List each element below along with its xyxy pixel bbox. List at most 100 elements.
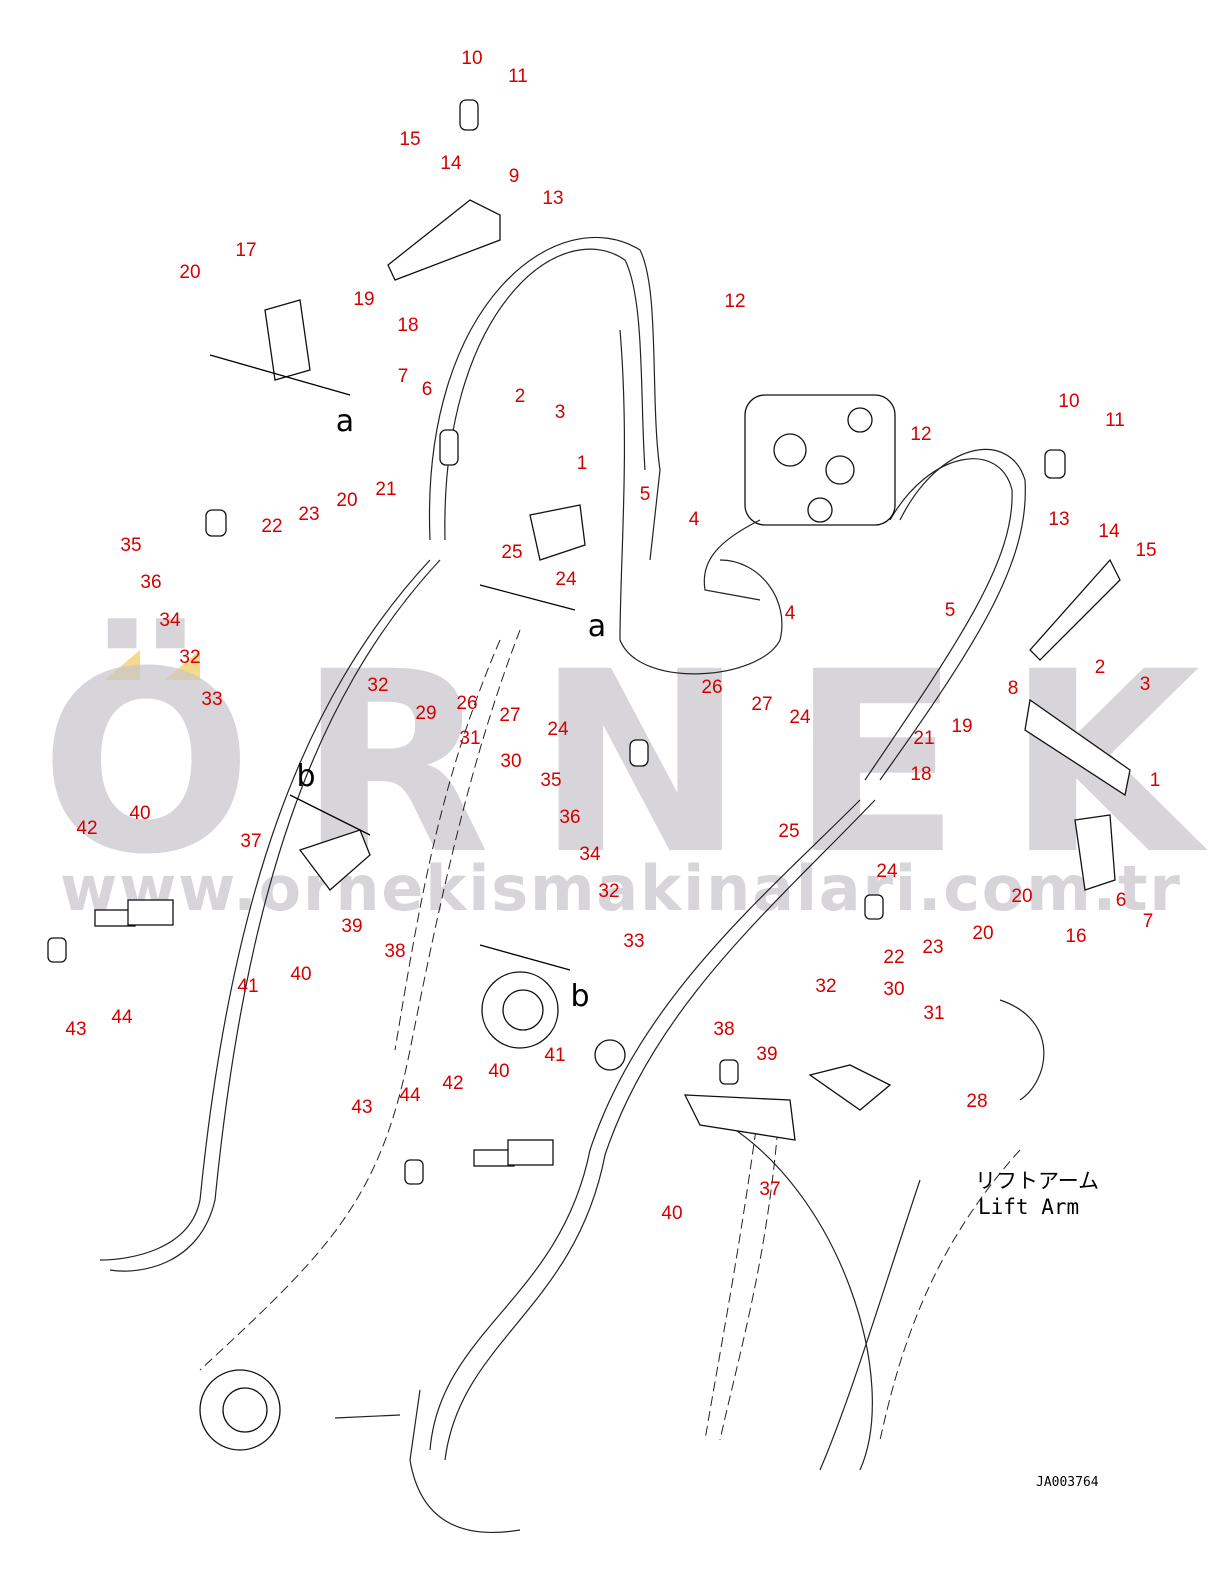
part-label: 14 — [440, 153, 462, 174]
part-label: 9 — [509, 166, 520, 187]
part-label: 41 — [237, 976, 258, 997]
part-label: 16 — [1065, 926, 1086, 947]
part-label: 24 — [876, 861, 898, 882]
part-label: 32 — [598, 881, 619, 902]
part-label: 4 — [785, 603, 796, 624]
part-label: 41 — [544, 1045, 565, 1066]
part-label: 36 — [140, 572, 161, 593]
part-label: 25 — [501, 542, 522, 563]
part-label: 29 — [415, 703, 436, 724]
part-label: 23 — [298, 504, 319, 525]
part-label: 21 — [375, 479, 396, 500]
part-label: 7 — [398, 366, 409, 387]
part-label: 13 — [1048, 509, 1069, 530]
part-label: 24 — [555, 569, 577, 590]
view-markers: a a b b — [296, 404, 606, 1014]
part-number-labels: 10 11 15 14 9 13 17 20 19 18 12 7 6 2 3 … — [65, 48, 1160, 1224]
part-label: 22 — [883, 947, 904, 968]
part-label: 38 — [713, 1019, 734, 1040]
part-label: 36 — [559, 807, 580, 828]
part-label: 32 — [367, 675, 388, 696]
part-label: 25 — [778, 821, 799, 842]
part-label: 44 — [111, 1007, 133, 1028]
drawing-code: JA003764 — [1036, 1475, 1099, 1490]
part-label: 24 — [547, 719, 569, 740]
part-label: 18 — [397, 315, 418, 336]
part-label: 27 — [499, 705, 520, 726]
part-label: 5 — [640, 484, 651, 505]
watermark: ÖRNEK www.ornekismakinalari.com.tr — [40, 618, 1208, 925]
caption-lift-arm: Lift Arm — [978, 1195, 1079, 1219]
part-label: 31 — [459, 728, 480, 749]
part-label: 39 — [341, 916, 362, 937]
view-marker-a: a — [336, 404, 354, 439]
part-label: 2 — [515, 386, 526, 407]
caption-japanese: リフトアーム — [975, 1169, 1099, 1193]
part-label: 11 — [508, 66, 528, 87]
part-label: 19 — [951, 716, 972, 737]
view-marker-b: b — [570, 979, 589, 1014]
part-label: 12 — [724, 291, 745, 312]
part-label: 21 — [913, 728, 934, 749]
part-label: 35 — [540, 770, 561, 791]
part-label: 27 — [751, 694, 772, 715]
part-label: 5 — [945, 600, 956, 621]
part-label: 42 — [442, 1073, 463, 1094]
part-label: 43 — [351, 1097, 372, 1118]
part-label: 3 — [555, 402, 566, 423]
part-label: 2 — [1095, 657, 1106, 678]
part-label: 20 — [336, 490, 357, 511]
part-label: 42 — [76, 818, 97, 839]
part-label: 32 — [179, 647, 200, 668]
hoses — [99, 236, 1045, 1534]
part-label: 44 — [399, 1085, 421, 1106]
part-label: 17 — [235, 240, 256, 261]
part-label: 34 — [579, 844, 601, 865]
part-label: 7 — [1143, 911, 1154, 932]
logo-accent-right — [165, 650, 200, 680]
part-label: 4 — [689, 509, 700, 530]
part-label: 22 — [261, 516, 282, 537]
part-label: 18 — [910, 764, 931, 785]
part-label: 35 — [120, 535, 141, 556]
part-label: 33 — [623, 931, 644, 952]
part-label: 6 — [422, 379, 433, 400]
part-label: 40 — [290, 964, 311, 985]
part-label: 14 — [1098, 521, 1120, 542]
watermark-url: www.ornekismakinalari.com.tr — [60, 852, 1180, 925]
view-arrows — [209, 354, 576, 971]
part-label: 37 — [240, 831, 261, 852]
part-label: 34 — [159, 610, 181, 631]
part-label: 30 — [883, 979, 904, 1000]
part-label: 15 — [399, 129, 420, 150]
control-valve — [703, 394, 896, 601]
part-label: 8 — [1008, 678, 1019, 699]
part-label: 11 — [1105, 410, 1125, 431]
part-label: 31 — [923, 1003, 944, 1024]
part-label: 40 — [488, 1061, 509, 1082]
part-label: 37 — [759, 1179, 780, 1200]
view-marker-a: a — [588, 609, 606, 644]
part-label: 28 — [966, 1091, 987, 1112]
part-label: 39 — [756, 1044, 777, 1065]
part-label: 19 — [353, 289, 374, 310]
part-label: 10 — [1058, 391, 1079, 412]
part-label: 15 — [1135, 540, 1156, 561]
part-label: 13 — [542, 188, 563, 209]
watermark-title: ÖRNEK — [40, 618, 1208, 909]
part-label: 6 — [1116, 890, 1127, 911]
part-label: 26 — [456, 693, 477, 714]
view-marker-b: b — [296, 759, 315, 794]
logo-accent-left — [105, 650, 140, 680]
part-label: 1 — [1150, 770, 1161, 791]
part-label: 3 — [1140, 674, 1151, 695]
part-label: 30 — [500, 751, 521, 772]
part-label: 26 — [701, 677, 722, 698]
parts — [47, 99, 1131, 1185]
part-label: 33 — [201, 689, 222, 710]
part-label: 23 — [922, 937, 943, 958]
part-label: 43 — [65, 1019, 86, 1040]
part-label: 20 — [972, 923, 993, 944]
